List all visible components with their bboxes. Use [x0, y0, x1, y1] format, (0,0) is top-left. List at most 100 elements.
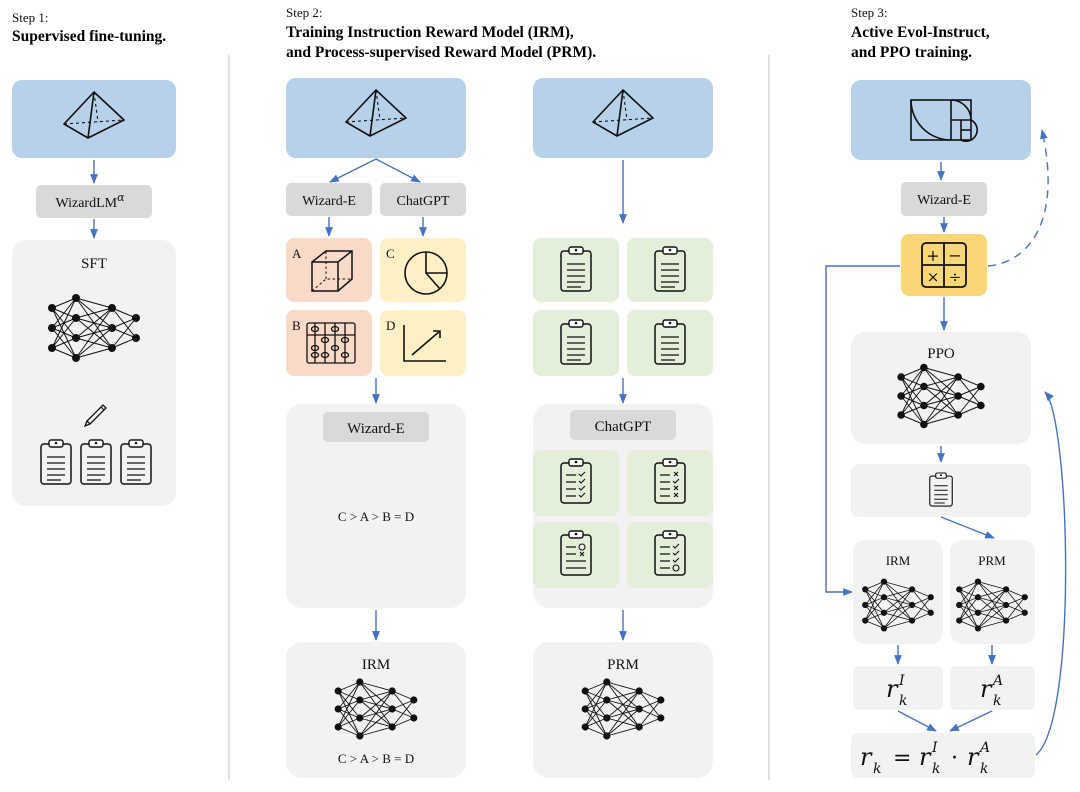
pencil-icon: [83, 404, 107, 428]
ranker-label: Wizard-E: [347, 421, 405, 437]
step3-title-line2: and PPO training.: [851, 44, 972, 61]
tag-wizard-e-label: Wizard-E: [302, 194, 356, 209]
svg-text:r: r: [860, 743, 873, 771]
step2-title-line1: Training Instruction Reward Model (IRM),: [286, 24, 574, 41]
ranking-panel: [286, 404, 466, 608]
option-card-c: [380, 238, 466, 302]
step3-title-line1: Active Evol-Instruct,: [851, 24, 990, 41]
arrow: [375, 158, 421, 183]
option-card-a: [286, 238, 372, 302]
option-letter-c: C: [386, 246, 395, 261]
step1-header: Step 1: Supervised fine-tuning.: [12, 10, 166, 45]
graded-card: [627, 450, 713, 516]
graded-card: [533, 450, 619, 516]
svg-text:A: A: [991, 673, 1003, 689]
svg-text:k: k: [993, 693, 1001, 709]
reward-feedback-arrow: [1035, 391, 1067, 756]
divide-symbol: ÷: [949, 268, 962, 286]
feedback-arrow-dashed: [987, 129, 1049, 267]
prm-panel-title: PRM: [607, 657, 639, 673]
plus-symbol: +: [926, 246, 939, 265]
svg-text:=: =: [893, 746, 911, 771]
tag-wizard-e: [286, 183, 372, 216]
step2-prm-column: ChatGPT PRM: [533, 78, 713, 778]
step3-header: Step 3: Active Evol-Instruct, and PPO tr…: [851, 5, 990, 61]
calculator-icon: + − × ÷: [921, 242, 967, 288]
option-card-d: [380, 310, 466, 376]
evolver-tag: [901, 182, 987, 216]
option-letter-a: A: [292, 246, 302, 261]
step2-prm-instruction-box: [533, 78, 713, 158]
step2-irm-column: Wizard-E ChatGPT A C B: [286, 78, 466, 778]
ppo-panel: [851, 332, 1031, 444]
irm-panel-title: IRM: [362, 657, 390, 673]
svg-text:I: I: [898, 673, 905, 689]
step1-model-superscript: α: [117, 191, 125, 204]
grader-label: ChatGPT: [595, 419, 652, 435]
minus-symbol: −: [948, 246, 961, 265]
prm-model-box: [950, 540, 1035, 644]
step3-instruction-box: [851, 80, 1031, 160]
svg-text:k: k: [980, 761, 988, 777]
step3-number: Step 3:: [851, 5, 887, 20]
evolver-label: Wizard-E: [917, 193, 971, 208]
tag-chatgpt-label: ChatGPT: [397, 194, 450, 209]
irm-panel: [286, 642, 466, 778]
ppo-panel-title: PPO: [927, 346, 955, 362]
svg-text:k: k: [873, 761, 881, 777]
arrow: [329, 158, 377, 183]
golden-spiral-icon: [910, 99, 978, 142]
grader-tag: [570, 410, 676, 440]
arrow: [897, 710, 937, 732]
svg-text:r: r: [919, 743, 932, 771]
step1-column: WizardLMα SFT: [12, 80, 176, 506]
arrow: [940, 516, 995, 539]
step1-instruction-box: [12, 80, 176, 158]
arrow-to-irm: [825, 265, 900, 596]
svg-text:·: ·: [951, 746, 958, 771]
svg-text:WizardLMα: WizardLMα: [55, 191, 125, 211]
prm-model-title: PRM: [978, 553, 1006, 568]
final-reward-box: [851, 733, 1035, 778]
step2-header: Step 2: Training Instruction Reward Mode…: [286, 5, 596, 61]
instruction-reward-formula: r k I: [886, 673, 907, 709]
svg-text:k: k: [932, 761, 940, 777]
svg-text:I: I: [931, 740, 938, 756]
svg-text:r: r: [886, 675, 899, 703]
step1-model-name: WizardLM: [55, 196, 117, 211]
step2-irm-instruction-box: [286, 78, 466, 158]
arrow: [949, 710, 993, 732]
step2-title-line2: and Process-supervised Reward Model (PRM…: [286, 44, 596, 61]
sft-panel-title: SFT: [81, 256, 107, 272]
tag-chatgpt: [380, 183, 466, 216]
ranker-tag: [323, 412, 429, 442]
graded-card: [533, 522, 619, 588]
option-letter-b: B: [292, 318, 301, 333]
svg-text:r: r: [980, 675, 993, 703]
step1-title: Supervised fine-tuning.: [12, 28, 166, 45]
instruction-reward-box: [853, 666, 943, 710]
pie-chart-icon: [404, 251, 448, 295]
times-symbol: ×: [927, 268, 940, 286]
ranking-text: C > A > B = D: [338, 509, 414, 524]
svg-text:A: A: [978, 740, 990, 756]
irm-ranking-text: C > A > B = D: [338, 751, 414, 766]
step1-model-tag: [36, 185, 152, 218]
step1-number: Step 1:: [12, 10, 48, 25]
final-reward-formula: r k = r k I · r k A: [860, 740, 990, 777]
prm-panel: [533, 642, 713, 778]
answer-reward-box: [950, 666, 1035, 710]
trend-chart-icon: [403, 325, 446, 362]
svg-text:k: k: [899, 693, 907, 709]
answer-reward-formula: r k A: [980, 673, 1003, 709]
abacus-icon: [306, 322, 356, 364]
step2-number: Step 2:: [286, 5, 322, 20]
step3-column: Wizard-E + − × ÷ PPO IRM PRM: [825, 80, 1067, 778]
option-letter-d: D: [386, 318, 395, 333]
graded-card: [627, 522, 713, 588]
svg-text:r: r: [967, 743, 980, 771]
irm-model-title: IRM: [886, 553, 911, 568]
cube-icon: [311, 250, 353, 292]
